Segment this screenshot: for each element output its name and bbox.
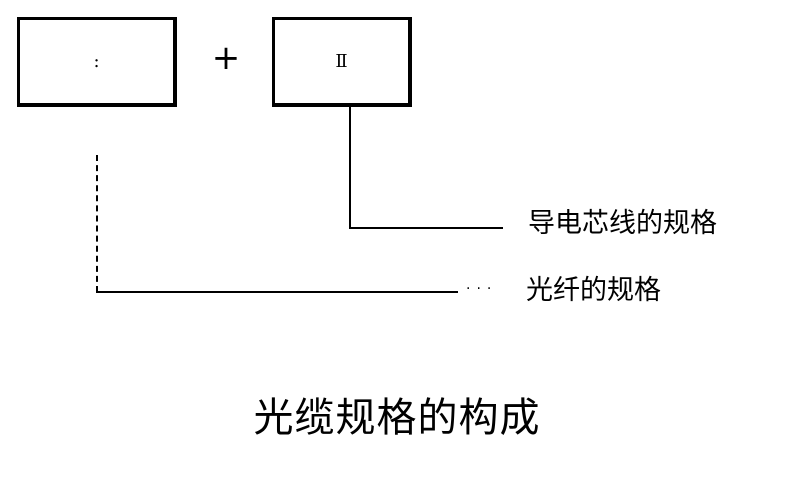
conductor-connector-vertical xyxy=(349,107,351,228)
conductor-spec-label: 导电芯线的规格 xyxy=(528,208,717,239)
fiber-connector-vertical xyxy=(96,155,98,292)
fiber-spec-box-text: : xyxy=(93,50,100,72)
fiber-spec-box: : xyxy=(17,17,177,107)
conductor-spec-box-text: Ⅱ xyxy=(335,50,348,72)
conductor-spec-box: Ⅱ xyxy=(272,17,412,107)
plus-operator: + xyxy=(211,38,241,78)
diagram-caption: 光缆规格的构成 xyxy=(253,395,541,441)
fiber-connector-horizontal xyxy=(96,291,458,293)
fiber-spec-label: 光纤的规格 xyxy=(526,275,661,306)
connector-dots: ··· xyxy=(466,281,498,297)
conductor-connector-horizontal xyxy=(349,227,503,229)
